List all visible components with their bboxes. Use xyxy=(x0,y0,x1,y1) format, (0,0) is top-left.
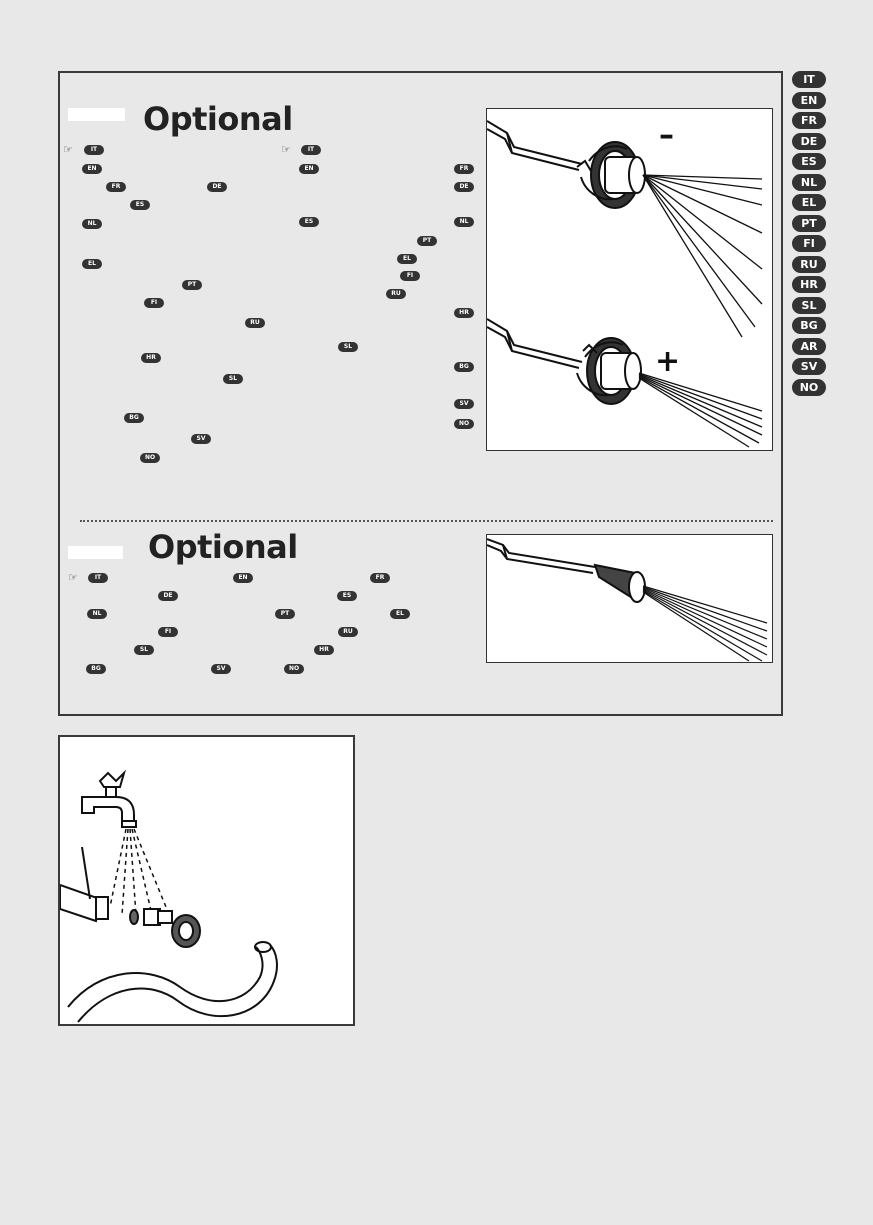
lang-ref-it: IT xyxy=(88,573,108,583)
lang-ref-ru: RU xyxy=(338,627,358,637)
lang-ref-bg: BG xyxy=(86,664,106,674)
language-tab-de[interactable]: DE xyxy=(792,133,826,150)
lang-ref-nl: NL xyxy=(82,219,102,229)
lang-ref-nl: NL xyxy=(87,609,107,619)
adjustable-nozzle-figure: – + xyxy=(486,108,773,451)
lang-ref-sv: SV xyxy=(454,399,474,409)
language-tab-ar[interactable]: AR xyxy=(792,338,826,355)
language-tab-fr[interactable]: FR xyxy=(792,112,826,129)
lang-ref-sl: SL xyxy=(134,645,154,655)
plus-label: + xyxy=(655,344,680,379)
lang-ref-hr: HR xyxy=(141,353,161,363)
lang-ref-hr: HR xyxy=(314,645,334,655)
lang-ref-no: NO xyxy=(454,419,474,429)
lang-ref-en: EN xyxy=(299,164,319,174)
lang-ref-fr: FR xyxy=(106,182,126,192)
lang-ref-sl: SL xyxy=(223,374,243,384)
lang-ref-de: DE xyxy=(454,182,474,192)
lang-ref-fr: FR xyxy=(370,573,390,583)
lang-ref-nl: NL xyxy=(454,217,474,227)
lang-ref-pt: PT xyxy=(417,236,437,246)
lang-ref-de: DE xyxy=(158,591,178,601)
lang-ref-pt: PT xyxy=(275,609,295,619)
language-tab-es[interactable]: ES xyxy=(792,153,826,170)
lang-ref-el: EL xyxy=(397,254,417,264)
adjustable-nozzle-illustration: – + xyxy=(487,118,763,448)
lang-ref-bg: BG xyxy=(454,362,474,372)
title-highlight-bar xyxy=(68,546,123,559)
lang-ref-pt: PT xyxy=(182,280,202,290)
lang-ref-ru: RU xyxy=(245,318,265,328)
lang-ref-sv: SV xyxy=(211,664,231,674)
lang-ref-sv: SV xyxy=(191,434,211,444)
language-tab-hr[interactable]: HR xyxy=(792,276,826,293)
lang-ref-fi: FI xyxy=(400,271,420,281)
lang-ref-el: EL xyxy=(390,609,410,619)
lang-ref-no: NO xyxy=(284,664,304,674)
language-tab-el[interactable]: EL xyxy=(792,194,826,211)
lang-ref-es: ES xyxy=(337,591,357,601)
lang-ref-ru: RU xyxy=(386,289,406,299)
language-tab-fi[interactable]: FI xyxy=(792,235,826,252)
lang-ref-fi: FI xyxy=(158,627,178,637)
language-tab-ru[interactable]: RU xyxy=(792,256,826,273)
lang-ref-es: ES xyxy=(130,200,150,210)
language-tab-sv[interactable]: SV xyxy=(792,358,826,375)
minus-label: – xyxy=(659,118,674,153)
lang-ref-en: EN xyxy=(82,164,102,174)
water-tap-icon xyxy=(81,769,137,828)
title-highlight-bar xyxy=(68,108,125,121)
lang-ref-no: NO xyxy=(140,453,160,463)
pointing-hand-icon: ☞ xyxy=(63,143,73,156)
section1-title: Optional xyxy=(143,100,293,138)
fixed-nozzle-figure xyxy=(486,534,773,663)
pointing-hand-icon: ☞ xyxy=(68,571,78,584)
language-tab-sl[interactable]: SL xyxy=(792,297,826,314)
language-tab-no[interactable]: NO xyxy=(792,379,826,396)
lang-ref-hr: HR xyxy=(454,308,474,318)
lang-ref-en: EN xyxy=(233,573,253,583)
fixed-nozzle-illustration xyxy=(487,538,768,662)
lang-ref-it: IT xyxy=(84,145,104,155)
lang-ref-bg: BG xyxy=(124,413,144,423)
language-tab-pt[interactable]: PT xyxy=(792,215,826,232)
language-tab-it[interactable]: IT xyxy=(792,71,826,88)
lang-ref-sl: SL xyxy=(338,342,358,352)
language-tab-en[interactable]: EN xyxy=(792,92,826,109)
lang-ref-fr: FR xyxy=(454,164,474,174)
hose-connection-panel xyxy=(58,735,355,1026)
pointing-hand-icon: ☞ xyxy=(281,143,291,156)
lang-ref-it: IT xyxy=(301,145,321,155)
lang-ref-fi: FI xyxy=(144,298,164,308)
section-divider xyxy=(80,520,773,522)
language-tab-bg[interactable]: BG xyxy=(792,317,826,334)
lang-ref-es: ES xyxy=(299,217,319,227)
section2-title: Optional xyxy=(148,528,298,566)
lang-ref-de: DE xyxy=(207,182,227,192)
hose-connection-illustration xyxy=(59,769,278,1023)
language-tab-nl[interactable]: NL xyxy=(792,174,826,191)
lang-ref-el: EL xyxy=(82,259,102,269)
